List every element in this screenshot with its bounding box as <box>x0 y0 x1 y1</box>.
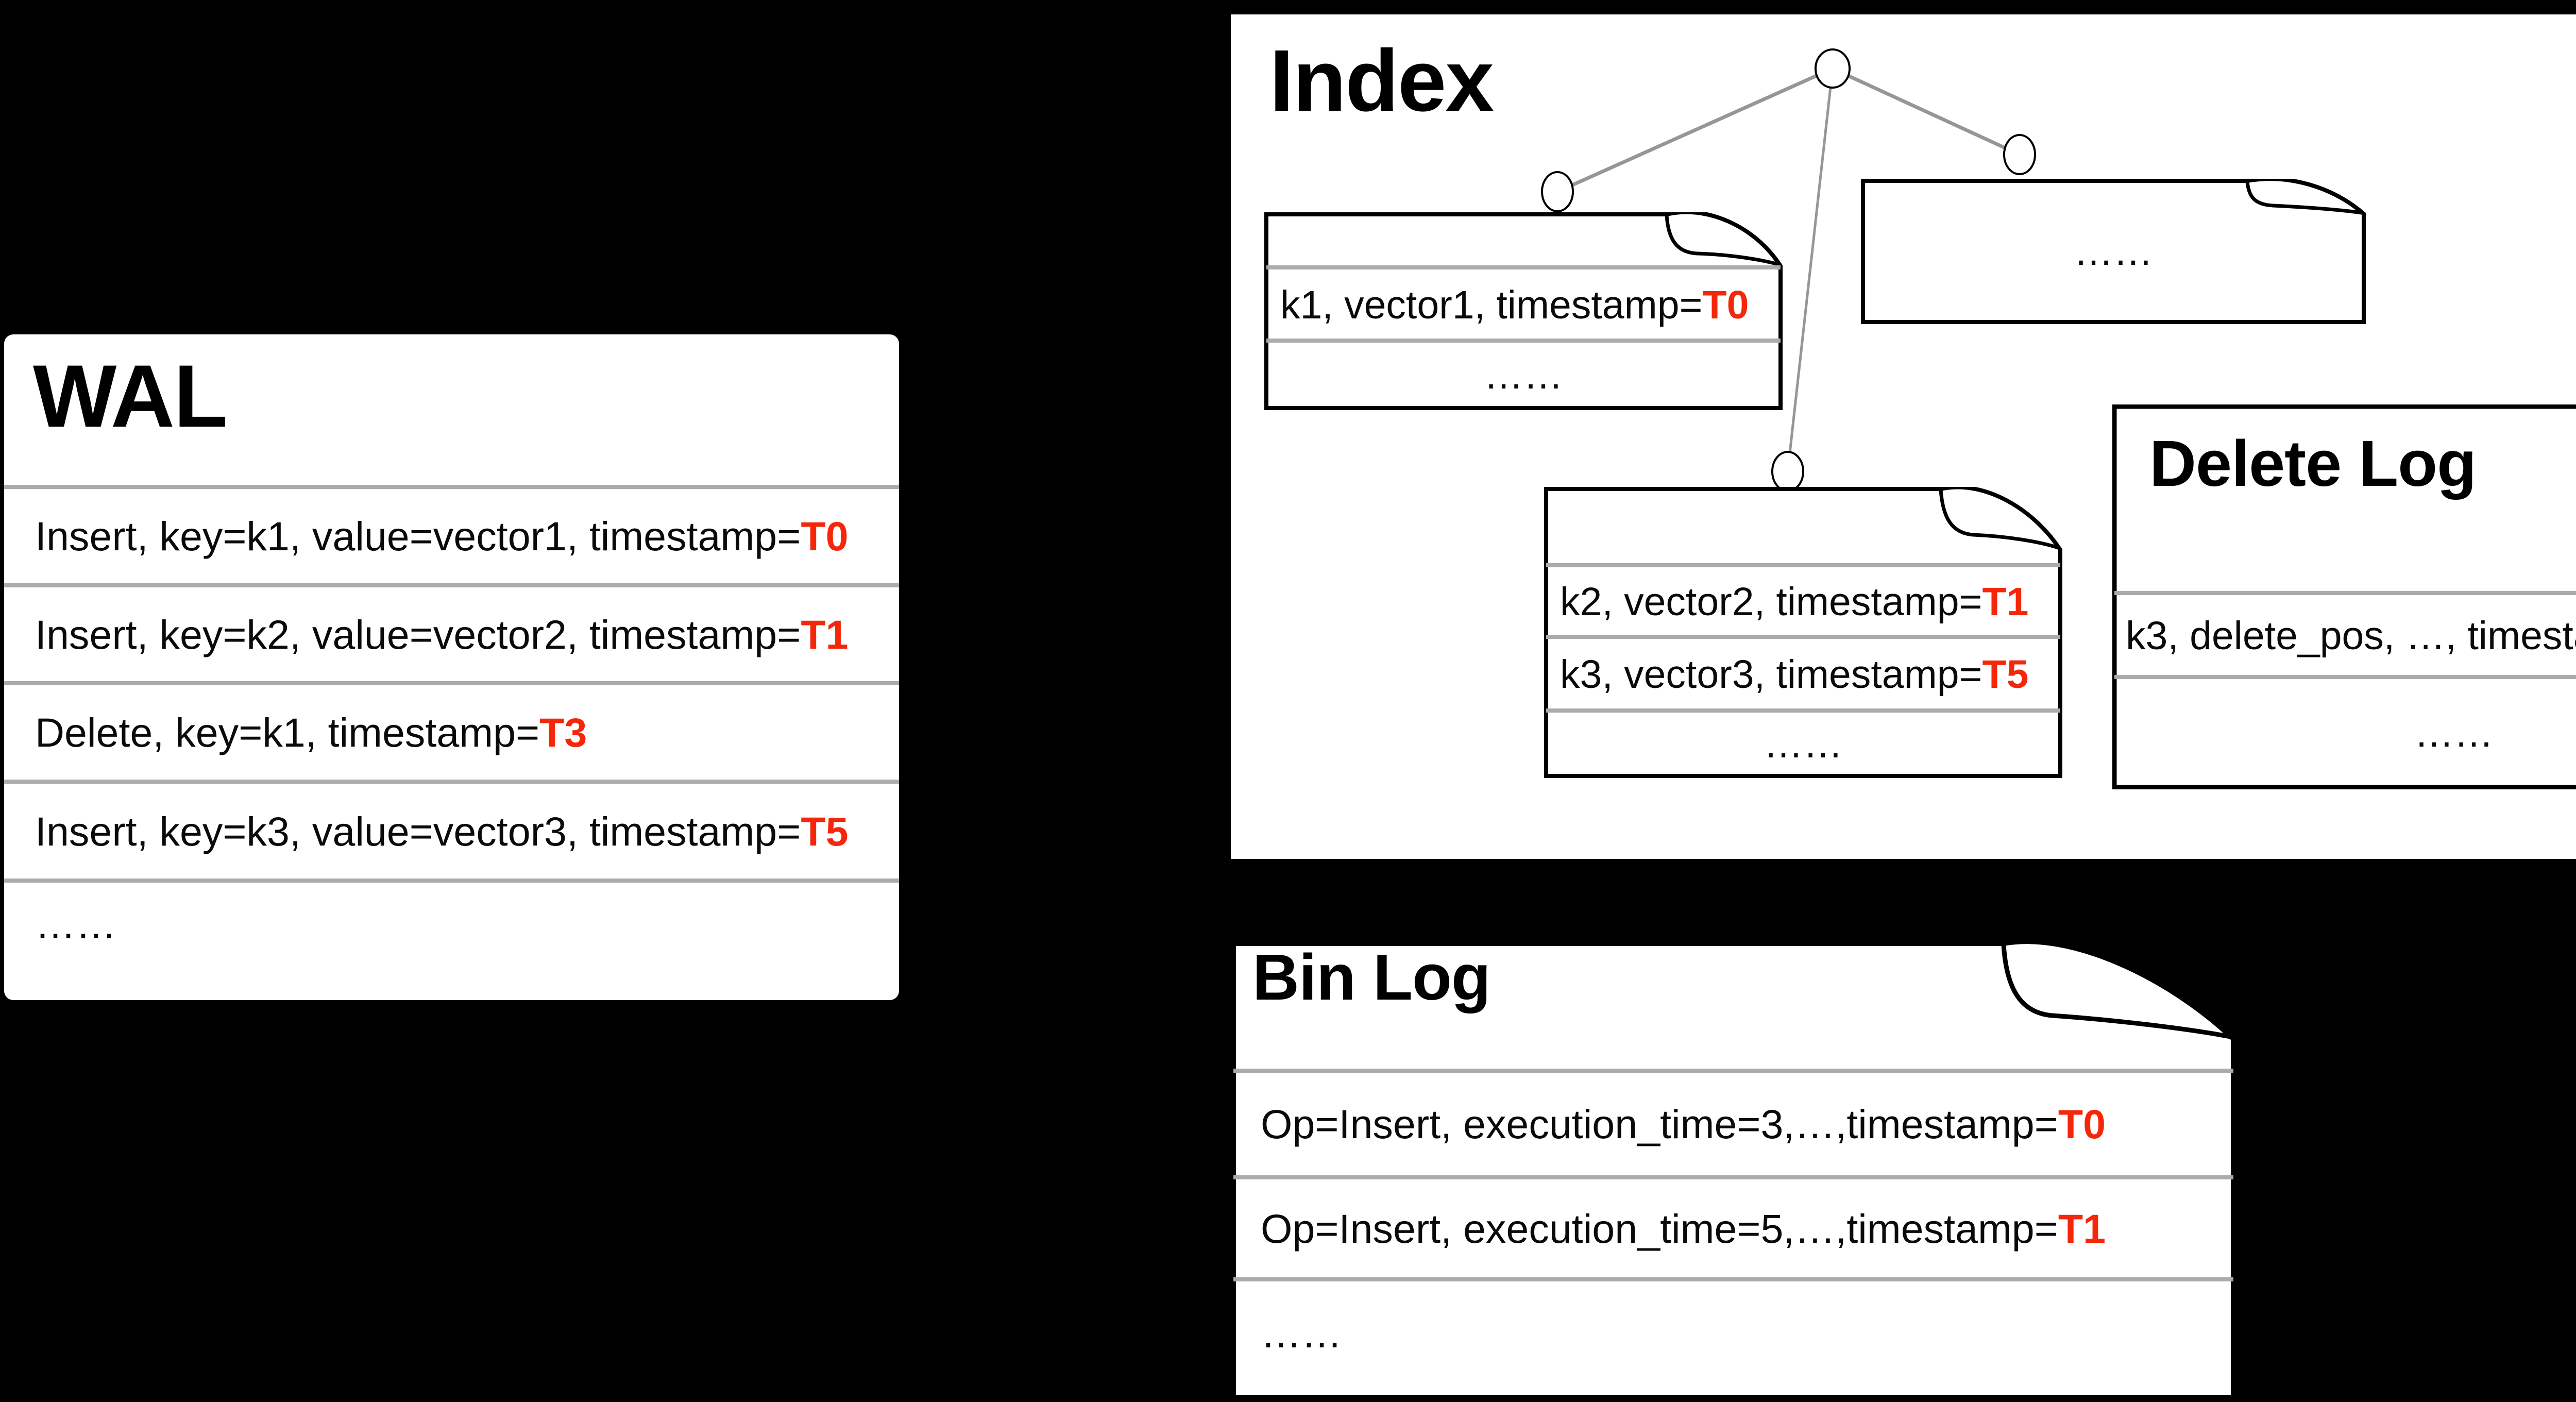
timestamp-badge: T3 <box>539 710 587 755</box>
document-shape <box>1264 212 1783 410</box>
page-curl-icon <box>2245 181 2362 215</box>
wal-row: Insert, key=k3, value=vector3, timestamp… <box>4 784 899 879</box>
row-separator <box>4 485 899 489</box>
wal-row: …… <box>4 883 899 965</box>
timestamp-badge: T5 <box>801 808 849 854</box>
row-separator <box>4 879 899 883</box>
bin-log-row-text: Op=Insert, execution_time=3,…,timestamp= <box>1261 1101 2058 1147</box>
page-curl-icon <box>2001 944 2231 1039</box>
index-tree <box>1541 48 2036 492</box>
delete-log-ellipsis: …… <box>2414 711 2494 755</box>
wal-row: Delete, key=k1, timestamp=T3 <box>4 685 899 780</box>
segment-row: k2, vector2, timestamp=T1 <box>1544 567 2062 637</box>
timestamp-badge: T1 <box>1982 580 2029 624</box>
segment-row-ellipsis: …… <box>2074 229 2153 274</box>
segment-row-ellipsis: …… <box>1764 722 1843 766</box>
document-shape <box>1544 487 2062 778</box>
index-panel: Index k1, vector1, timestamp=T0 …… <box>1231 14 2576 859</box>
document-outline <box>1544 487 2062 778</box>
tree-edge <box>1556 66 1834 194</box>
wal-row-text: Insert, key=k1, value=vector1, timestamp… <box>35 513 801 559</box>
page-curl-icon <box>1665 215 1779 266</box>
index-segment-k2k3: k2, vector2, timestamp=T1 k3, vector3, t… <box>1544 487 2062 778</box>
wal-row-text: Insert, key=k3, value=vector3, timestamp… <box>35 808 801 854</box>
row-separator <box>4 681 899 685</box>
wal-title: WAL <box>33 347 228 446</box>
delete-log-row: k3, delete_pos, …, timestamp=T3 <box>2112 595 2576 677</box>
page-curl-icon <box>1939 489 2059 550</box>
row-separator <box>4 780 899 784</box>
timestamp-badge: T0 <box>801 513 849 559</box>
document-shape <box>1231 941 2236 1400</box>
tree-node-icon <box>2003 134 2036 175</box>
segment-row-text: k3, vector3, timestamp= <box>1560 652 1982 697</box>
index-segment-k1: k1, vector1, timestamp=T0 …… <box>1264 212 1783 410</box>
timestamp-badge: T1 <box>801 611 849 657</box>
wal-row: Insert, key=k2, value=vector2, timestamp… <box>4 587 899 681</box>
document-shape <box>1861 179 2366 324</box>
document-outline <box>1231 941 2236 1400</box>
tree-node-icon <box>1771 451 1804 492</box>
row-separator <box>4 583 899 587</box>
document-outline <box>1861 179 2366 324</box>
wal-panel: WAL Insert, key=k1, value=vector1, times… <box>4 334 899 1000</box>
segment-row: k1, vector1, timestamp=T0 <box>1264 269 1783 341</box>
bin-log-panel: Bin Log Op=Insert, execution_time=3,…,ti… <box>1231 941 2236 1402</box>
timestamp-badge: T5 <box>1982 652 2029 697</box>
wal-row-ellipsis: …… <box>35 901 116 947</box>
wal-row-text: Insert, key=k2, value=vector2, timestamp… <box>35 611 801 657</box>
delete-log-title: Delete Log <box>2149 427 2477 500</box>
wal-row-text: Delete, key=k1, timestamp= <box>35 710 540 755</box>
bin-log-row: Op=Insert, execution_time=5,…,timestamp=… <box>1231 1179 2236 1277</box>
delete-log-row-text: k3, delete_pos, …, timestamp= <box>2126 614 2576 658</box>
tree-node-icon <box>1541 171 1574 212</box>
index-title: Index <box>1269 32 1494 130</box>
segment-row-text: k1, vector1, timestamp= <box>1280 282 1703 327</box>
segment-row-text: k2, vector2, timestamp= <box>1560 580 1982 624</box>
timestamp-badge: T0 <box>1702 282 1749 327</box>
bin-log-ellipsis: …… <box>1261 1310 1342 1356</box>
delete-log-panel: Delete Log k3, delete_pos, …, timestamp=… <box>2112 404 2576 789</box>
tree-root-node-icon <box>1815 48 1851 89</box>
segment-row: k3, vector3, timestamp=T5 <box>1544 639 2062 711</box>
index-segment-more: …… <box>1861 179 2366 324</box>
bin-log-row: Op=Insert, execution_time=3,…,timestamp=… <box>1231 1073 2236 1175</box>
wal-row: Insert, key=k1, value=vector1, timestamp… <box>4 489 899 583</box>
timestamp-badge: T0 <box>2058 1101 2106 1147</box>
segment-row-ellipsis: …… <box>1484 353 1563 397</box>
tree-edge <box>1786 68 1834 472</box>
document-outline <box>2112 404 2576 789</box>
timestamp-badge: T1 <box>2058 1205 2106 1252</box>
bin-log-row-text: Op=Insert, execution_time=5,…,timestamp= <box>1261 1205 2058 1252</box>
document-shape <box>2112 404 2576 789</box>
tree-edge <box>1832 66 2021 157</box>
bin-log-title: Bin Log <box>1252 941 1491 1014</box>
